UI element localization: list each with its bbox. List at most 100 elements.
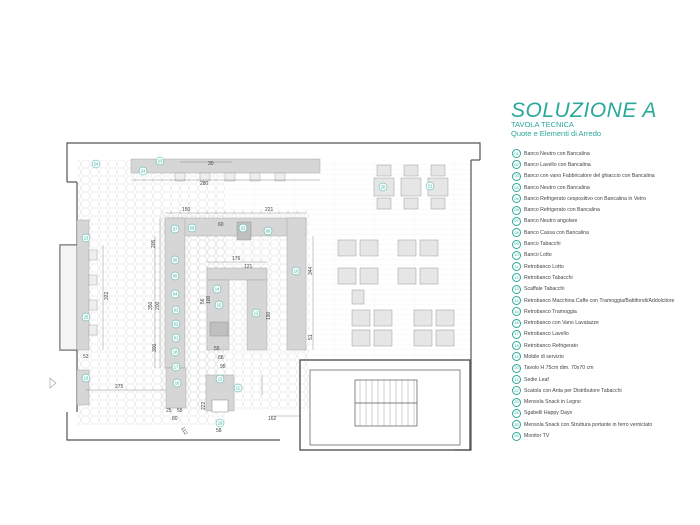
tag-label: 07	[173, 227, 178, 232]
tag-label: 25	[84, 315, 89, 320]
dim-label: 60	[218, 222, 224, 228]
dim-label: 30	[208, 161, 214, 167]
dim-label: 200	[155, 301, 161, 310]
coffee-machine	[209, 321, 229, 337]
legend-label: Monitor TV	[524, 433, 550, 440]
legend-badge: 06	[512, 205, 521, 215]
tag-label: 16	[175, 381, 180, 386]
legend-label: Banco Cassa con Bancalina	[524, 229, 589, 236]
dim-label: 112	[179, 426, 188, 436]
dim-label: 190	[266, 311, 272, 320]
tag-label: 01	[174, 336, 179, 341]
tables-group-bottom	[351, 309, 455, 347]
dim-label: 280	[200, 181, 209, 187]
legend-badge: 22	[512, 386, 521, 396]
staircase	[299, 359, 471, 451]
plan-tag-labels: 23 24 24 23 25 19 07 08 22 09 10 12 06 0…	[84, 159, 433, 426]
tag-label: 23	[84, 236, 89, 241]
dim-label: 88	[218, 355, 224, 361]
tag-label: 24	[141, 169, 146, 174]
dim-label: 221	[265, 207, 274, 213]
legend-badge: 21	[512, 375, 521, 385]
dimension-lines	[86, 161, 320, 417]
legend-label: Banco Neutro con Bancalina	[524, 150, 590, 157]
tables-group-top	[373, 164, 449, 210]
tag-label: 05	[173, 274, 178, 279]
stools-top	[174, 172, 286, 182]
subtitle-description: Quote e Elementi di Arredo	[511, 128, 602, 138]
legend-badge: 17	[512, 329, 521, 339]
legend-label: Retrobanco Macchina Caffe con Tramoggia/…	[524, 297, 675, 304]
tag-label: 09	[266, 229, 271, 234]
left-recess	[59, 244, 78, 351]
legend-label: Retrobanco Lotto	[524, 263, 564, 270]
tag-label: 02	[174, 322, 179, 327]
legend-label: Scaffale Tabacchi	[524, 286, 565, 293]
legend-badge: 18	[512, 341, 521, 351]
legend-badge: 11	[512, 262, 521, 272]
dim-label: 350	[148, 301, 154, 310]
legend-label: Mensola Snack con Struttura portante in …	[524, 421, 653, 428]
legend-label: Mensola Snack in Legno	[524, 399, 581, 406]
dim-label: 344	[308, 266, 314, 275]
legend-label: Banco Neutro con Bancalina	[524, 184, 590, 191]
dim-label: 56	[200, 298, 206, 304]
plan-tags	[81, 156, 435, 428]
dim-label: 275	[115, 384, 124, 390]
tag-label: 18	[173, 350, 178, 355]
tag-label: 21	[428, 184, 433, 189]
legend-label: Banco Neutro angolare	[524, 218, 578, 225]
tag-label: 03	[174, 308, 179, 313]
dim-label: 55	[177, 408, 183, 414]
legend-label: Sedie Leaf	[524, 376, 549, 383]
legend-badge: 26	[512, 431, 521, 441]
legend-label: Scatola con Anta per Distributore Tabacc…	[524, 387, 622, 394]
title-block: SOLUZIONE A TAVOLA TECNICA Quote e Eleme…	[511, 100, 657, 138]
tag-label: 22	[241, 226, 246, 231]
stools-left	[88, 249, 98, 336]
legend-badge: 16	[512, 318, 521, 328]
dim-label: 100	[206, 295, 212, 304]
legend-label: Banco Lotto	[524, 252, 552, 259]
legend-badge: 12	[512, 273, 521, 283]
legend-label: Banco con vano Fabbricatore del ghiaccio…	[524, 173, 655, 180]
dim-label: 176	[232, 256, 241, 262]
dim-label: 53	[83, 354, 89, 360]
legend-badge: 08	[512, 228, 521, 238]
legend-label: Banco Tabacchi	[524, 241, 561, 248]
sink	[211, 399, 229, 413]
dim-label: 205	[151, 239, 157, 248]
tag-label: 10	[294, 269, 299, 274]
tag-label: 15	[217, 303, 222, 308]
dim-label: 322	[104, 291, 110, 300]
legend-badge: 07	[512, 216, 521, 226]
legend-badge: 24	[512, 408, 521, 418]
tag-label: 19	[84, 376, 89, 381]
legend-label: Banco Refrigerato cespositivo con Bancal…	[524, 195, 646, 202]
dim-label: 55	[214, 346, 220, 352]
legend-badge: 15	[512, 307, 521, 317]
legend-label: Retrobanco Tramoggia	[524, 308, 577, 315]
tag-label: 23	[158, 159, 163, 164]
tag-label: 06	[173, 258, 178, 263]
tag-label: 12	[254, 311, 259, 316]
